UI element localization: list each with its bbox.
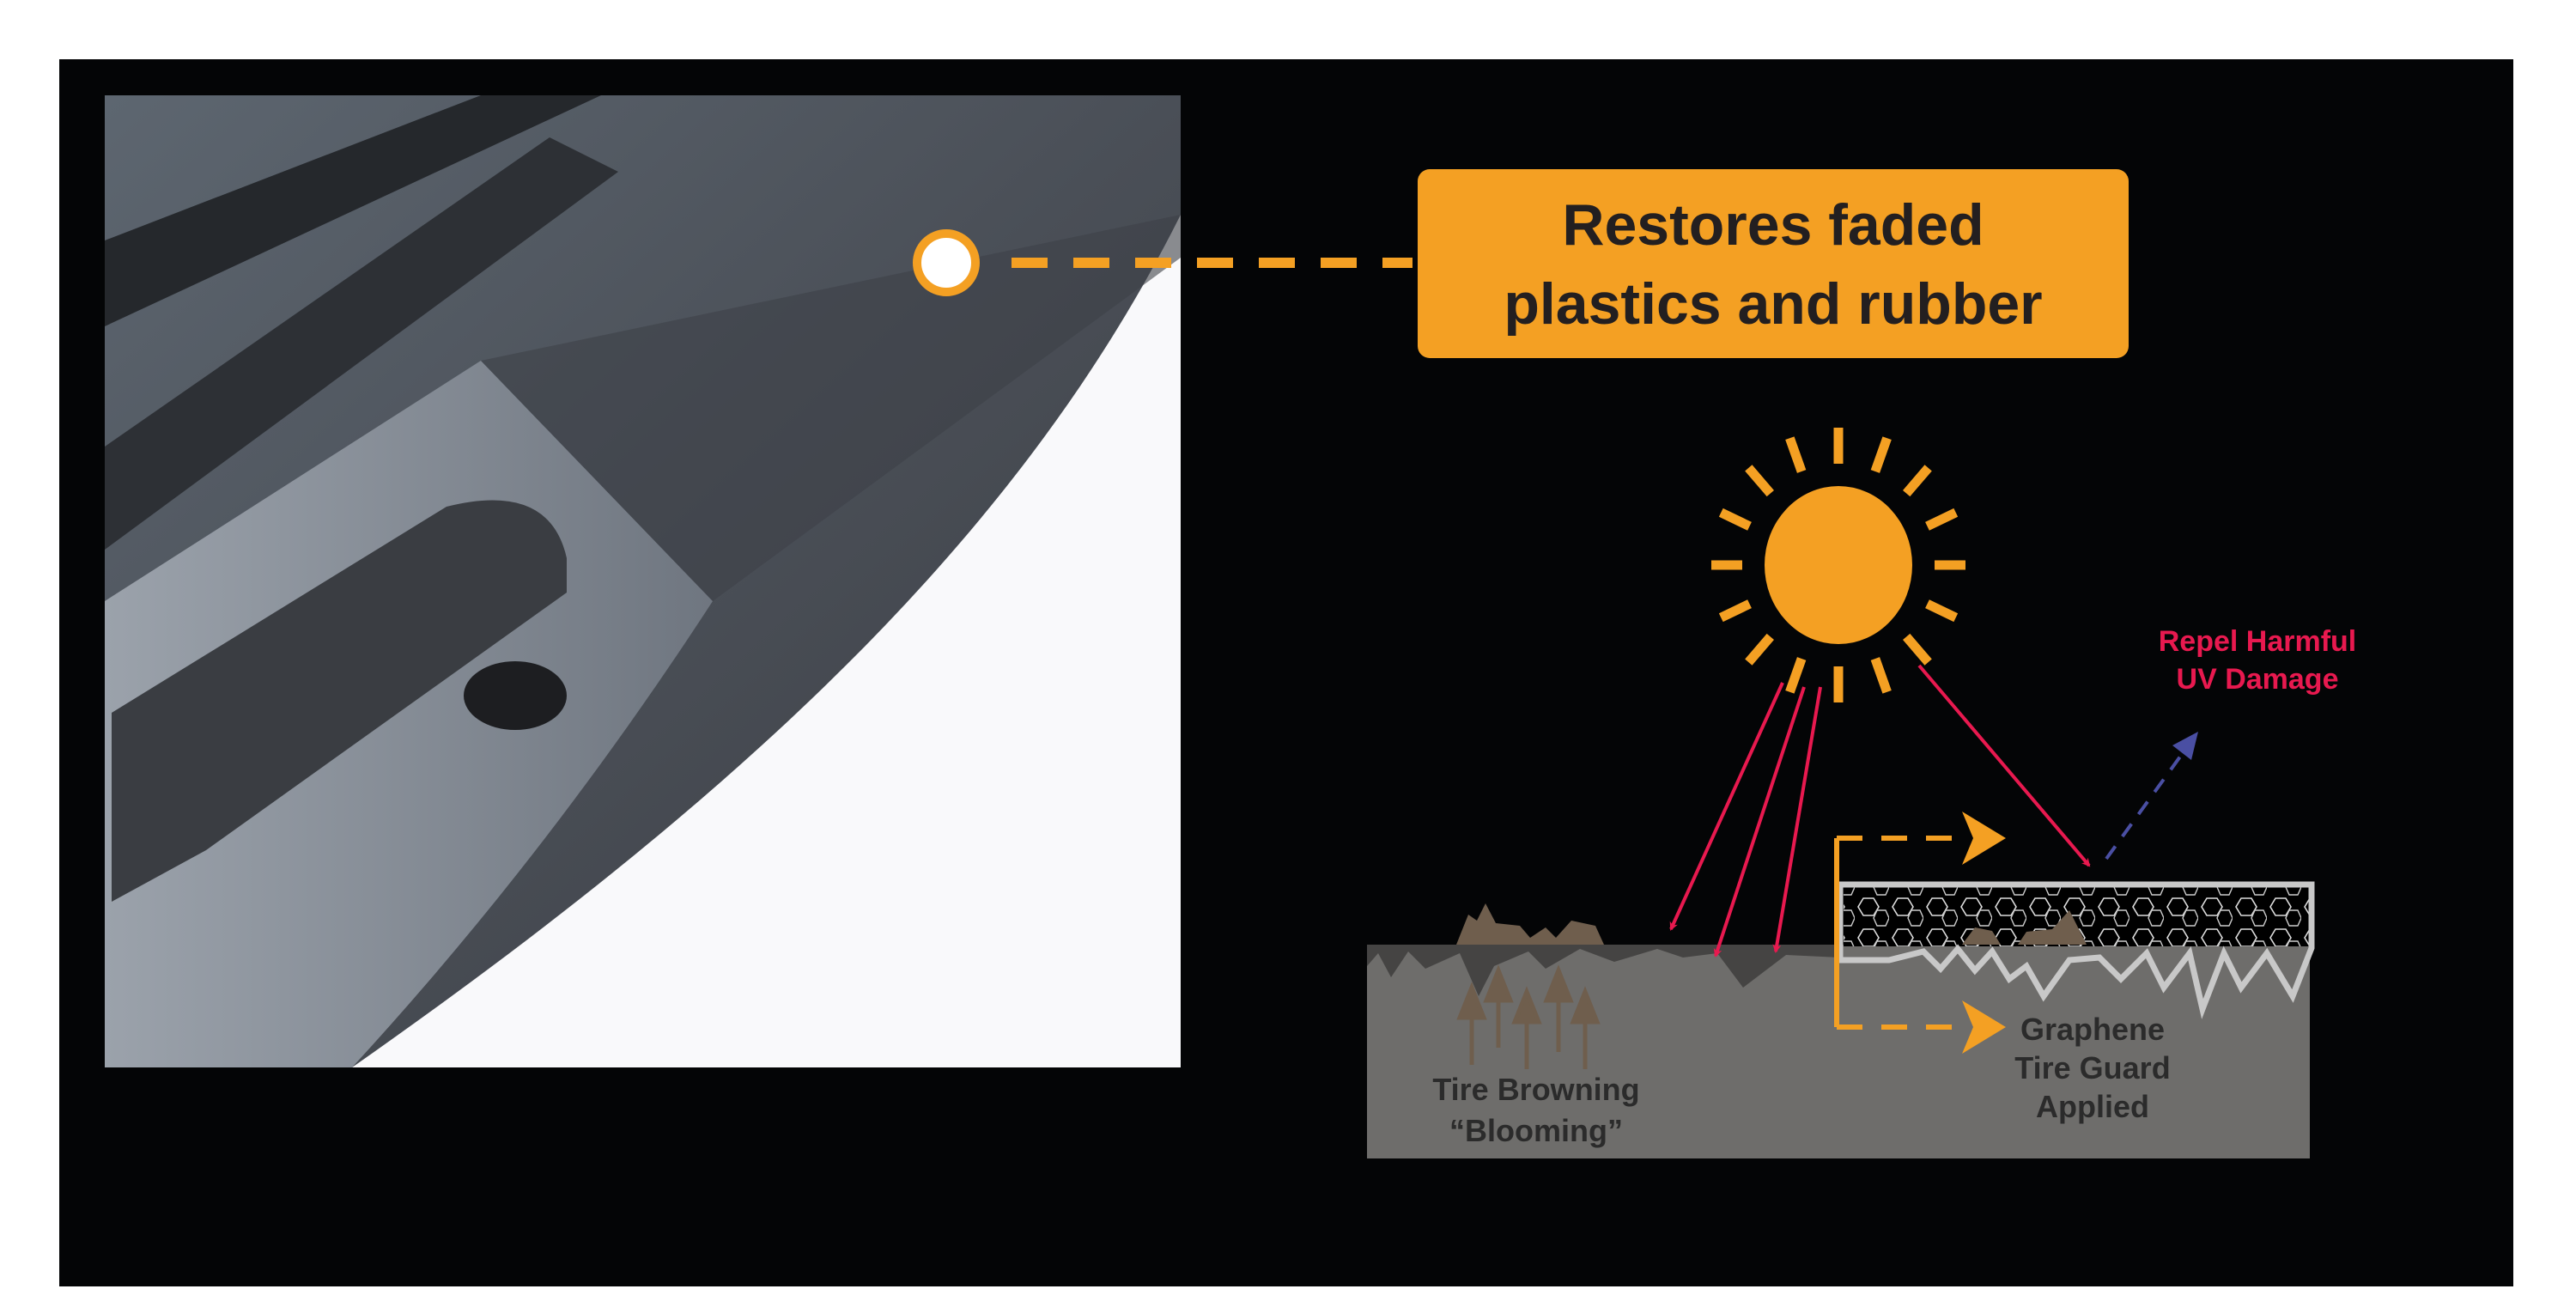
sun-ray xyxy=(1745,633,1774,666)
product-photo xyxy=(105,95,1181,1067)
blooming-label-line-2: “Blooming” xyxy=(1449,1113,1623,1148)
sun-ray xyxy=(1785,657,1807,694)
bloom-deposit xyxy=(1456,903,1604,945)
sun-ray xyxy=(1785,436,1807,473)
sun-ray xyxy=(1925,508,1959,531)
uv-label-line-1: Repel Harmful xyxy=(2159,625,2357,658)
callout-line-1: Restores faded xyxy=(1562,192,1984,258)
coating-bracket xyxy=(1834,836,1966,1030)
graphene-label-line-3: Applied xyxy=(2036,1089,2149,1124)
callout-box xyxy=(1418,169,2129,358)
uv-label-line-2: UV Damage xyxy=(2177,663,2339,696)
arrow-right-icon xyxy=(1962,812,2006,865)
graphene-label-line-1: Graphene xyxy=(2020,1012,2165,1047)
reflected-uv-arrow xyxy=(2105,745,2189,860)
reflected-uv-arrowhead-icon xyxy=(2172,732,2198,760)
blooming-label-line-1: Tire Browning xyxy=(1432,1072,1639,1107)
uv-ray-arrows xyxy=(1669,664,2091,958)
sun-ray xyxy=(1903,633,1932,666)
sun-ray xyxy=(1903,465,1932,497)
sun-ray xyxy=(1718,599,1752,623)
arrow-right-icon xyxy=(1962,1000,2006,1054)
sun-ray xyxy=(1925,599,1959,623)
graphene-label-line-2: Tire Guard xyxy=(2014,1050,2170,1085)
sun-ray xyxy=(1870,657,1892,694)
sun-icon xyxy=(1711,428,1965,702)
sun-ray xyxy=(1718,508,1752,531)
sun-ray xyxy=(1745,465,1774,497)
sun-ray xyxy=(1870,436,1892,473)
bloom-arrows xyxy=(1456,964,1601,1069)
callout-marker-icon xyxy=(913,229,980,296)
callout-line-2: plastics and rubber xyxy=(1504,271,2042,337)
